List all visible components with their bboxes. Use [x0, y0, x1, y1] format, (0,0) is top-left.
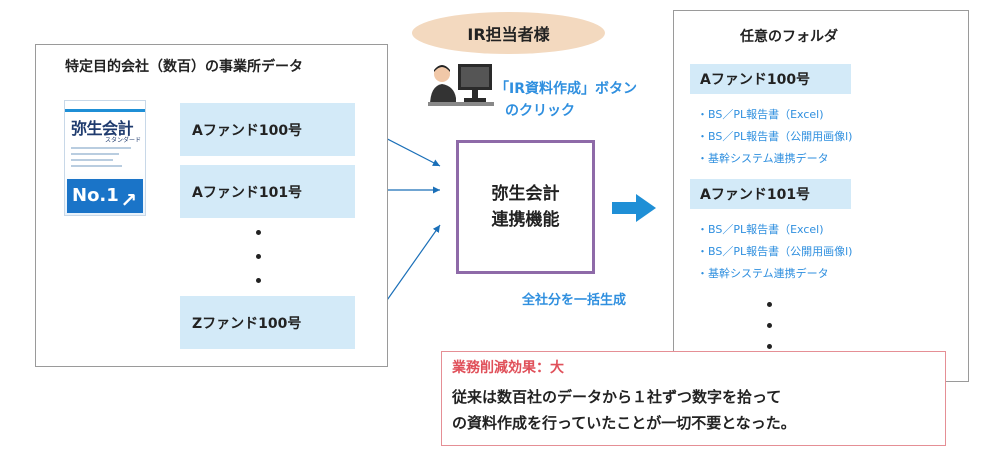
arrow-up-right-icon: ↗ [120, 188, 137, 212]
output-item: ・基幹システム連携データ [697, 267, 829, 280]
function-line1: 弥生会計 [491, 184, 560, 204]
ellipsis-dot [256, 254, 261, 259]
ellipsis-dot [256, 230, 261, 235]
output-item: ・BS／PL報告書（公開用画像l) [697, 245, 853, 258]
output-arrow [612, 194, 656, 222]
person-computer-icon [428, 64, 494, 106]
company-data-title: 特定目的会社（数百）の事業所データ [65, 59, 303, 75]
product-brand-sub: スタンダード [105, 137, 142, 144]
fund-item-a101: Aファンド101号 [180, 165, 355, 218]
product-badge: No.1 [72, 185, 119, 206]
effect-callout [441, 351, 946, 446]
ellipsis-dot [767, 302, 772, 307]
ellipsis-dot [256, 278, 261, 283]
ellipsis-dot [767, 323, 772, 328]
folder-label: 任意のフォルダ [740, 29, 838, 45]
output-item: ・基幹システム連携データ [697, 152, 829, 165]
batch-generate-text: 全社分を一括生成 [522, 293, 627, 308]
output-fund-a100: Aファンド100号 [690, 64, 851, 94]
output-item: ・BS／PL報告書（Excel) [697, 223, 824, 236]
output-item: ・BS／PL報告書（Excel) [697, 108, 824, 121]
function-line2: 連携機能 [491, 210, 560, 230]
effect-title: 業務削減効果：大 [452, 360, 564, 376]
ellipsis-dot [767, 344, 772, 349]
yayoi-product-box: 弥生会計 スタンダード No.1↗ [64, 100, 146, 216]
ir-button-instruction: 「IR資料作成」ボタン のクリック [495, 81, 637, 119]
product-brand-title: 弥生会計 [71, 119, 134, 138]
output-item: ・BS／PL報告書（公開用画像l) [697, 130, 853, 143]
yayoi-link-function-box: 弥生会計 連携機能 [456, 140, 595, 274]
ir-person-label: IR担当者様 [412, 12, 605, 54]
effect-description: 従来は数百社のデータから１社ずつ数字を拾って の資料作成を行っていたことが一切不… [452, 388, 796, 432]
output-fund-a101: Aファンド101号 [690, 179, 851, 209]
fund-item-z100: Zファンド100号 [180, 296, 355, 349]
fund-item-a100: Aファンド100号 [180, 103, 355, 156]
